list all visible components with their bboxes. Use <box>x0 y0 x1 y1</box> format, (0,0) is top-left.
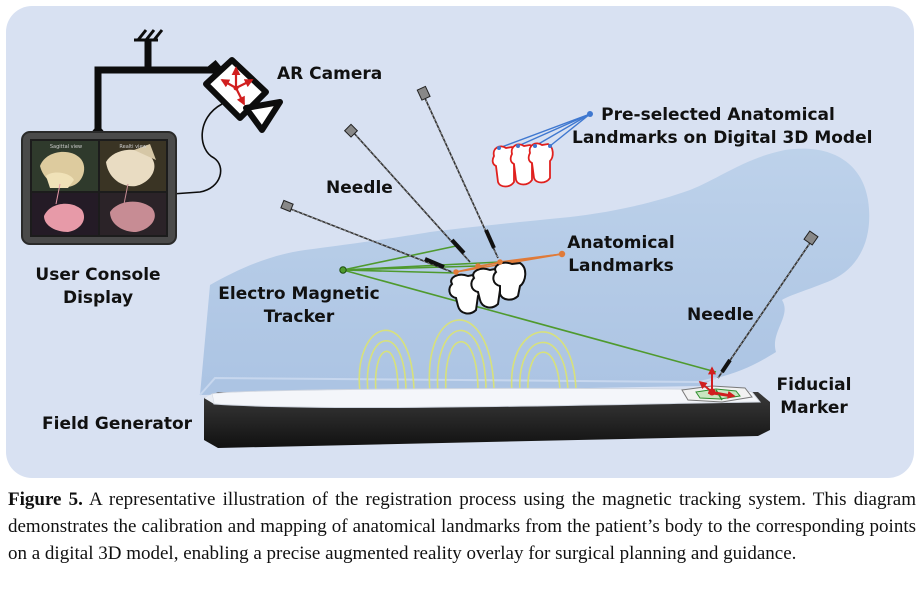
field-generator-label: Field Generator <box>42 414 193 434</box>
user-console-line2: Display <box>62 288 134 308</box>
em-tracker-line2: Tracker <box>263 307 335 327</box>
magnetic-field-arcs <box>358 319 577 393</box>
landmark-points <box>453 250 566 275</box>
user-console-line1: User Console <box>35 265 161 285</box>
ar-camera-label: AR Camera <box>277 64 383 84</box>
antenna-icon <box>134 29 164 42</box>
console-right-view-label: Realti view <box>119 144 146 150</box>
caption-text: A representative illustration of the reg… <box>8 489 916 564</box>
anatomical-landmarks-line2: Landmarks <box>568 256 674 276</box>
anatomical-landmarks-line1: Anatomical <box>567 233 675 253</box>
fiducial-marker-line2: Marker <box>780 398 848 418</box>
patient-body <box>200 148 870 395</box>
em-tracker-label: Electro Magnetic Tracker <box>215 283 383 329</box>
fiducial-axes-icon <box>698 366 736 399</box>
needle-label-left: Needle <box>326 178 393 198</box>
preselected-landmarks-label: Pre-selected Anatomical Landmarks on Dig… <box>572 104 873 150</box>
fiducial-marker-label: Fiducial Marker <box>768 374 860 420</box>
em-tracker-line1: Electro Magnetic <box>218 284 380 304</box>
needle-label-right: Needle <box>687 305 754 325</box>
digital-3d-model <box>491 111 593 188</box>
user-console-display: Sagittal view Realti view <box>21 131 177 245</box>
figure-caption: Figure 5. A representative illustration … <box>8 486 916 567</box>
needles <box>280 85 819 379</box>
fiducial-marker-line1: Fiducial <box>776 375 852 395</box>
registration-diagram: Sagittal view Realti view <box>21 29 870 448</box>
tracker-lines <box>342 245 717 373</box>
camera-mount-arm <box>94 40 218 128</box>
figure-number: Figure 5. <box>8 489 83 510</box>
preselected-landmarks-line2: Landmarks on Digital 3D Model <box>572 128 873 148</box>
anatomical-landmarks-label: Anatomical Landmarks <box>563 232 679 278</box>
field-generator <box>204 387 770 448</box>
patient-vertebrae <box>448 261 527 315</box>
camera-cable <box>171 103 223 195</box>
preselected-landmarks-line1: Pre-selected Anatomical <box>601 105 835 125</box>
em-tracker-node <box>339 266 347 274</box>
user-console-label: User Console Display <box>23 264 173 310</box>
ar-camera-icon <box>203 57 283 133</box>
console-left-view-label: Sagittal view <box>50 144 82 150</box>
